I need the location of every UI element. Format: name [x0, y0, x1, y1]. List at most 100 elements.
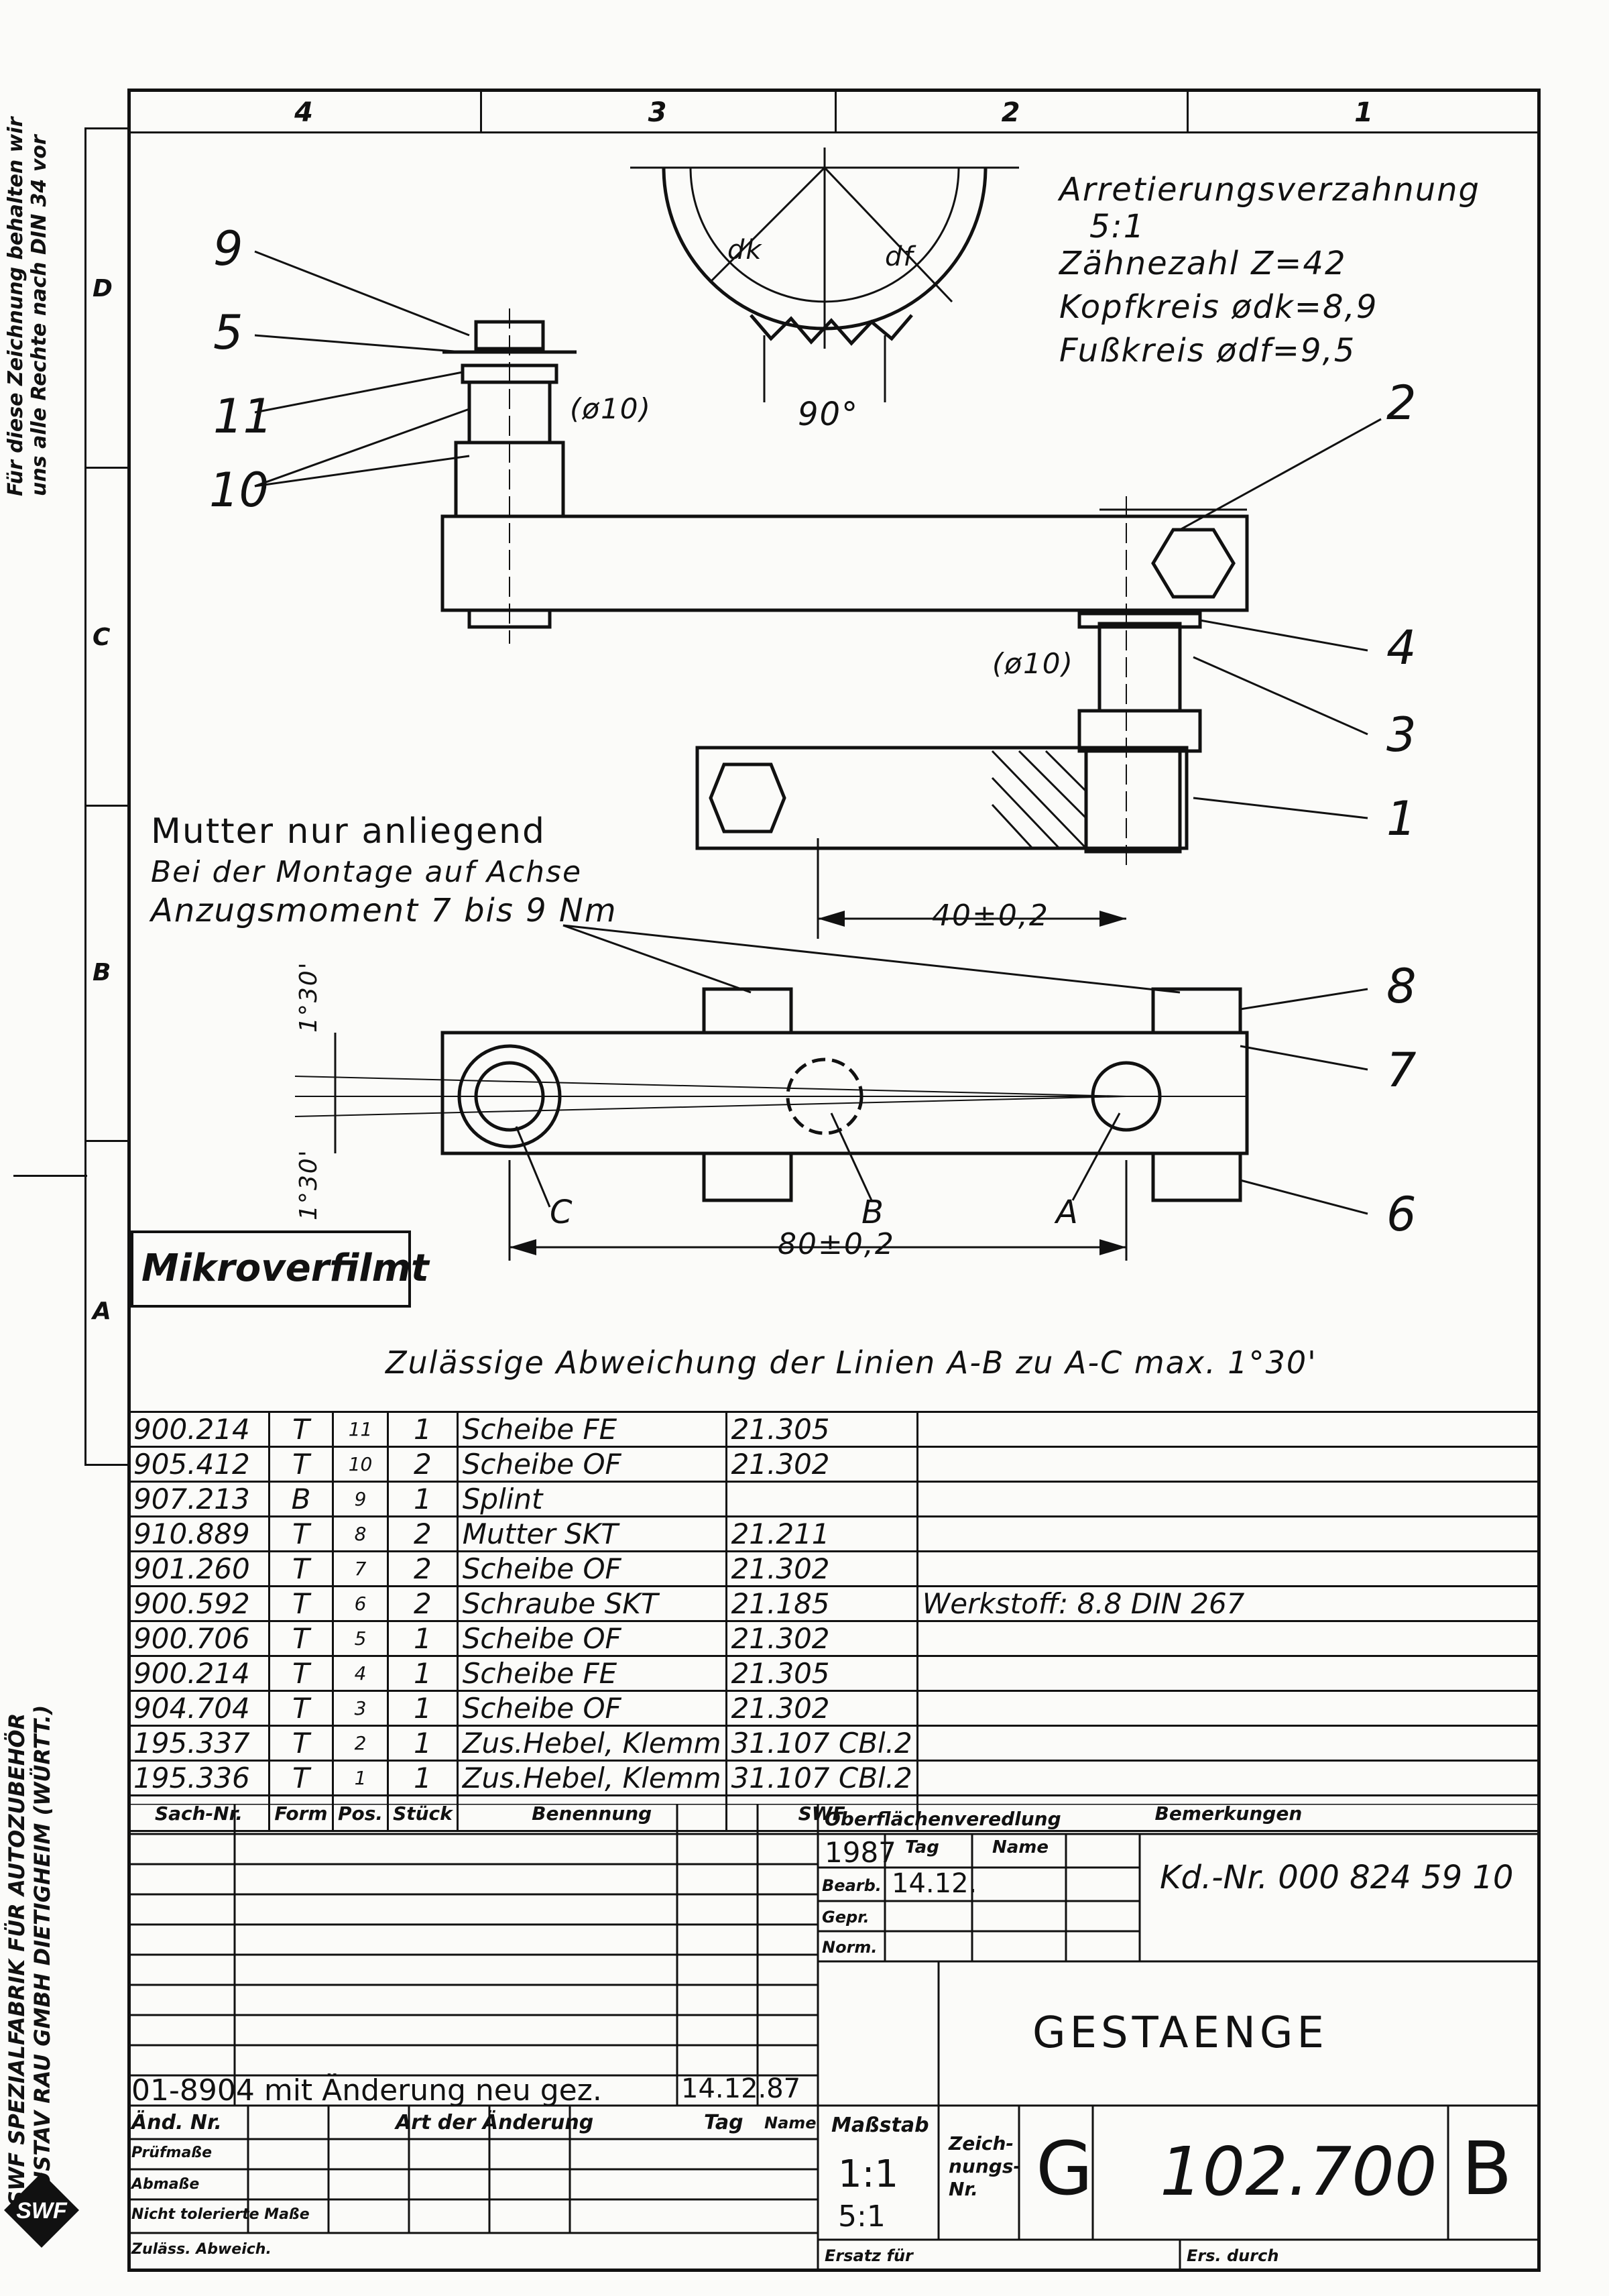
parts-cell-form: T: [268, 1411, 334, 1448]
fold-mark: [13, 1175, 87, 1177]
customer-number: Kd.-Nr. 000 824 59 10: [1160, 1859, 1514, 1896]
zone-col-3: 3: [648, 97, 667, 128]
zone-row-b: B: [93, 959, 111, 986]
angle-label: 90°: [798, 396, 859, 433]
knurled-section: [1084, 749, 1182, 854]
parts-cell-stk: 1: [387, 1620, 459, 1657]
parts-header-cell: Stück: [387, 1794, 459, 1832]
parts-cell-name: Splint: [456, 1481, 727, 1517]
zone-col-4: 4: [294, 97, 313, 128]
parts-cell-sach: 900.214: [127, 1411, 270, 1448]
zone-col-2: 2: [1001, 97, 1020, 128]
parts-cell-stk: 2: [387, 1585, 459, 1622]
parts-cell-pos: 11: [331, 1411, 390, 1448]
title-block: Oberflächenveredlung 1987 Tag Name Bearb…: [127, 1804, 1541, 2272]
parts-cell-form: T: [268, 1655, 334, 1692]
parts-cell-note: [916, 1515, 1541, 1552]
pin-shaft-middle: [1097, 622, 1182, 713]
name-label: Name: [992, 1837, 1049, 1857]
parts-header-cell: Bemerkungen: [916, 1794, 1541, 1832]
zone-row-divider: [84, 467, 129, 469]
parts-cell-form: B: [268, 1481, 334, 1517]
parts-cell-note: [916, 1411, 1541, 1448]
parts-cell-form: T: [268, 1550, 334, 1587]
balloon-10: 10: [209, 463, 270, 518]
parts-cell-form: T: [268, 1620, 334, 1657]
parts-cell-note: [916, 1481, 1541, 1517]
abmasse-label: Abmaße: [131, 2176, 200, 2193]
parts-cell-swf: 21.302: [725, 1690, 918, 1727]
parts-header-cell: Sach-Nr.: [127, 1794, 270, 1832]
parts-header-cell: Form: [268, 1794, 334, 1832]
df-label: df: [885, 241, 914, 272]
nut-8-right: [1151, 987, 1242, 1035]
parts-cell-note: [916, 1620, 1541, 1657]
surface-label: Oberflächenveredlung: [825, 1808, 1061, 1830]
hatching: [991, 750, 1087, 850]
company-name: SWF SPEZIALFABRIK FÜR AUTOZUBEHÖR GUSTAV…: [4, 1705, 55, 2206]
parts-cell-swf: 31.107 CBl.2: [725, 1760, 918, 1796]
parts-cell-swf: 21.302: [725, 1620, 918, 1657]
parts-cell-note: [916, 1655, 1541, 1692]
line-a-b: [294, 1076, 1127, 1097]
parts-cell-sach: 900.592: [127, 1585, 270, 1622]
zone-row-c: C: [93, 624, 111, 651]
parts-cell-form: T: [268, 1515, 334, 1552]
lever-lower: [695, 746, 1189, 850]
root-circle: Fußkreis ødf=9,5: [1059, 332, 1356, 369]
parts-cell-pos: 3: [331, 1690, 390, 1727]
parts-cell-name: Zus.Hebel, Klemm: [456, 1725, 727, 1762]
zone-divider: [1187, 89, 1189, 131]
parts-cell-sach: 195.336: [127, 1760, 270, 1796]
change-entry: 01-8904 mit Änderung neu gez.: [131, 2073, 602, 2108]
parts-cell-pos: 9: [331, 1481, 390, 1517]
parts-cell-note: [916, 1550, 1541, 1587]
parts-cell-sach: 901.260: [127, 1550, 270, 1587]
change-type-label: Art der Änderung: [396, 2111, 594, 2134]
zone-divider: [480, 89, 482, 131]
parts-cell-swf: [725, 1481, 918, 1517]
parts-cell-stk: 2: [387, 1550, 459, 1587]
hex-bolt-head: [1151, 528, 1236, 599]
parts-cell-pos: 1: [331, 1760, 390, 1796]
parts-cell-pos: 5: [331, 1620, 390, 1657]
parts-cell-swf: 21.305: [725, 1655, 918, 1692]
zone-divider: [835, 89, 837, 131]
norm-label: Norm.: [822, 1938, 878, 1957]
change-date: 14.12.87: [681, 2073, 801, 2104]
change-number-label: Änd. Nr.: [131, 2111, 222, 2134]
balloon-8: 8: [1386, 959, 1417, 1014]
parts-cell-stk: 1: [387, 1481, 459, 1517]
parts-cell-note: [916, 1760, 1541, 1796]
hex-nut-lower: [709, 762, 786, 834]
zone-col-1: 1: [1354, 97, 1373, 128]
zone-row-a: A: [93, 1298, 111, 1325]
point-c: C: [550, 1194, 574, 1231]
sheet-letter: B: [1462, 2126, 1512, 2212]
teeth-count: Zähnezahl Z=42: [1059, 245, 1347, 282]
balloon-6: 6: [1386, 1187, 1417, 1242]
swf-logo: SWF: [1, 2170, 82, 2250]
point-b: B: [861, 1194, 885, 1231]
diameter-middle: (ø10): [992, 647, 1074, 680]
balloon-5: 5: [213, 305, 243, 360]
allowed-deviation-label: Zuläss. Abweich.: [131, 2241, 272, 2258]
parts-header-cell: Benennung: [456, 1794, 727, 1832]
parts-cell-stk: 1: [387, 1655, 459, 1692]
parts-cell-pos: 7: [331, 1550, 390, 1587]
detail-scale: 5:1: [1089, 208, 1146, 245]
gear-teeth: [750, 314, 913, 346]
pin-bottom: [467, 608, 552, 629]
logo-text: SWF: [16, 2198, 68, 2224]
lever-plan-view: [440, 1031, 1249, 1155]
parts-cell-swf: 21.185: [725, 1585, 918, 1622]
line-deviation: [294, 1096, 1127, 1117]
change-name-label: Name: [764, 2114, 817, 2132]
parts-cell-form: T: [268, 1690, 334, 1727]
dimension-40: 40±0,2: [932, 899, 1049, 933]
untoleranced-label: Nicht tolerierte Maße: [131, 2206, 310, 2223]
